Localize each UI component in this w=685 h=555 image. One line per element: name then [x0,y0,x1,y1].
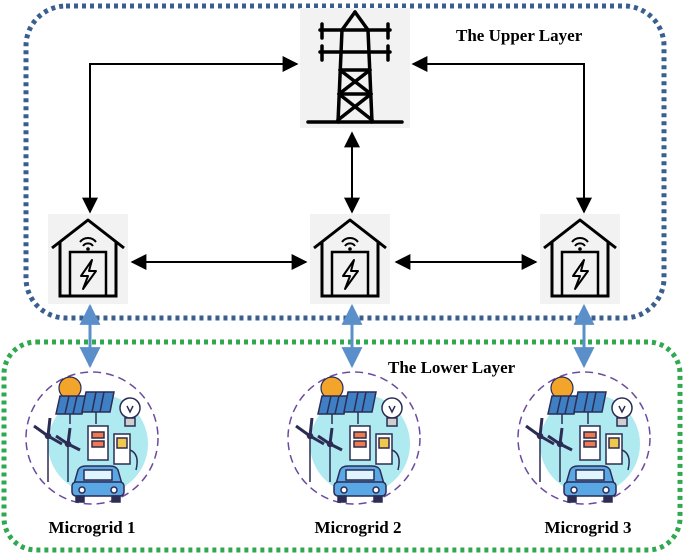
microgrid-label-2: Microgrid 2 [314,518,401,537]
lower-layer-label: The Lower Layer [388,358,516,377]
microgrid-label-3: Microgrid 3 [544,518,631,537]
station-icon-1 [46,212,130,306]
microgrid-icon-2 [286,370,422,506]
arrow-tower-station-1 [82,56,299,214]
station-icon-2 [308,212,392,306]
microgrid-icon-3 [516,370,652,506]
transmission-tower-icon [300,8,410,128]
upper-layer-label: The Upper Layer [456,26,583,45]
microgrid-icon-1 [24,370,160,506]
microgrid-label-1: Microgrid 1 [48,518,135,537]
station-icon-3 [538,212,622,306]
arrow-tower-station-3 [411,56,592,214]
